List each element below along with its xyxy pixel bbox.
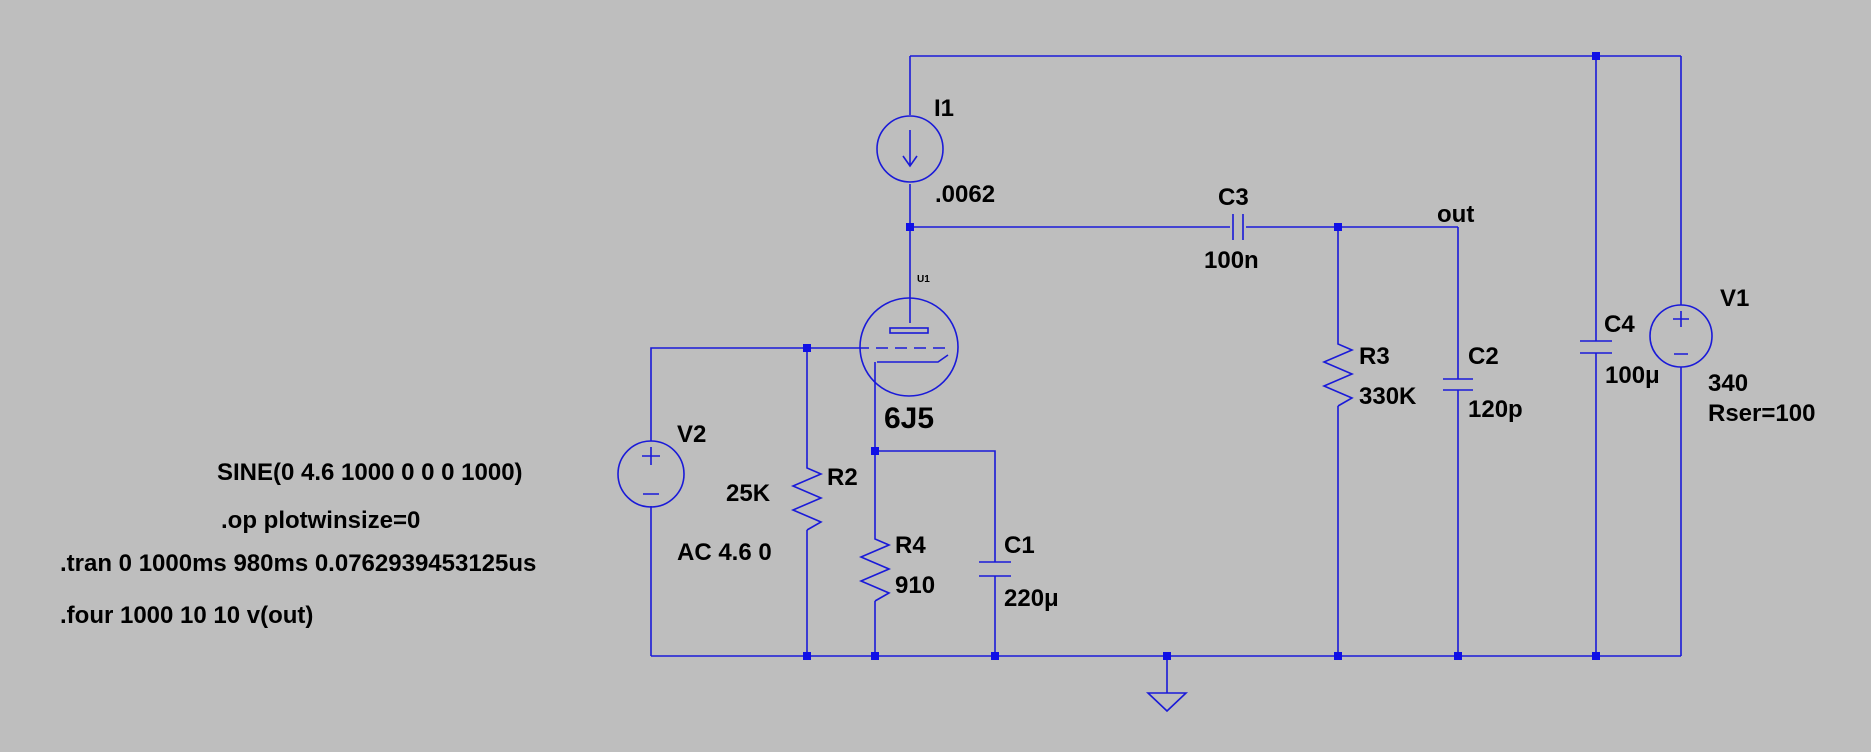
r3-name-label[interactable]: R3: [1359, 343, 1390, 370]
v1-value-label[interactable]: 340: [1708, 370, 1748, 397]
v2-source-label[interactable]: SINE(0 4.6 1000 0 0 0 1000): [217, 459, 523, 486]
junction-node[interactable]: [991, 652, 999, 660]
c3-name-label[interactable]: C3: [1218, 184, 1249, 211]
junction-nodes: [803, 52, 1600, 660]
u1-triode-tube[interactable]: [857, 297, 959, 397]
c2-name-label[interactable]: C2: [1468, 343, 1499, 370]
v1-param-label[interactable]: Rser=100: [1708, 400, 1815, 427]
junction-node[interactable]: [803, 344, 811, 352]
junction-node[interactable]: [1592, 652, 1600, 660]
v2-name-label[interactable]: V2: [677, 421, 706, 448]
i1-current-source[interactable]: [876, 115, 944, 183]
c1-capacitor[interactable]: [979, 561, 1011, 577]
i1-value-label[interactable]: .0062: [935, 181, 995, 208]
i1-name-label[interactable]: I1: [934, 95, 954, 122]
c3-value-label[interactable]: 100n: [1204, 247, 1259, 274]
four-directive[interactable]: .four 1000 10 10 v(out): [60, 602, 313, 629]
junction-node[interactable]: [1334, 223, 1342, 231]
v1-name-label[interactable]: V1: [1720, 285, 1749, 312]
u1-name-label[interactable]: U1: [917, 274, 930, 285]
v2-voltage-source[interactable]: [617, 440, 685, 508]
junction-node[interactable]: [1454, 652, 1462, 660]
labels: I1 .0062 C3 100n out U1 6J5 C4 100μ V1 3…: [60, 95, 1815, 629]
junction-node[interactable]: [871, 652, 879, 660]
r2-name-label[interactable]: R2: [827, 464, 858, 491]
ground-symbol: [1145, 692, 1189, 713]
r4-value-label[interactable]: 910: [895, 572, 935, 599]
r2-resistor[interactable]: [790, 458, 824, 531]
wire-cathode-to-c1[interactable]: [875, 450, 996, 562]
net-label-out[interactable]: out: [1437, 201, 1474, 228]
r3-resistor[interactable]: [1321, 334, 1355, 407]
c4-capacitor[interactable]: [1580, 340, 1612, 354]
v1-voltage-source[interactable]: [1649, 304, 1713, 368]
c1-value-label[interactable]: 220μ: [1004, 585, 1059, 612]
c4-value-label[interactable]: 100μ: [1605, 362, 1660, 389]
wires: [650, 55, 1682, 693]
c2-value-label[interactable]: 120p: [1468, 396, 1523, 423]
c2-capacitor[interactable]: [1443, 378, 1473, 391]
u1-model-label[interactable]: 6J5: [884, 402, 934, 435]
r4-name-label[interactable]: R4: [895, 532, 926, 559]
junction-node[interactable]: [871, 447, 879, 455]
c1-name-label[interactable]: C1: [1004, 532, 1035, 559]
r3-value-label[interactable]: 330K: [1359, 383, 1417, 410]
r4-resistor[interactable]: [858, 531, 892, 602]
c3-capacitor[interactable]: [1232, 214, 1244, 240]
junction-node[interactable]: [803, 652, 811, 660]
junction-node[interactable]: [1334, 652, 1342, 660]
r2-value-label[interactable]: 25K: [726, 480, 771, 507]
tran-directive[interactable]: .tran 0 1000ms 980ms 0.0762939453125us: [60, 550, 536, 577]
v2-ac-label[interactable]: AC 4.6 0: [677, 539, 772, 566]
junction-node[interactable]: [1592, 52, 1600, 60]
junction-node[interactable]: [1163, 652, 1171, 660]
op-directive[interactable]: .op plotwinsize=0: [221, 507, 420, 534]
wire-v2-to-grid[interactable]: [650, 347, 857, 441]
junction-node[interactable]: [906, 223, 914, 231]
c4-name-label[interactable]: C4: [1604, 311, 1635, 338]
